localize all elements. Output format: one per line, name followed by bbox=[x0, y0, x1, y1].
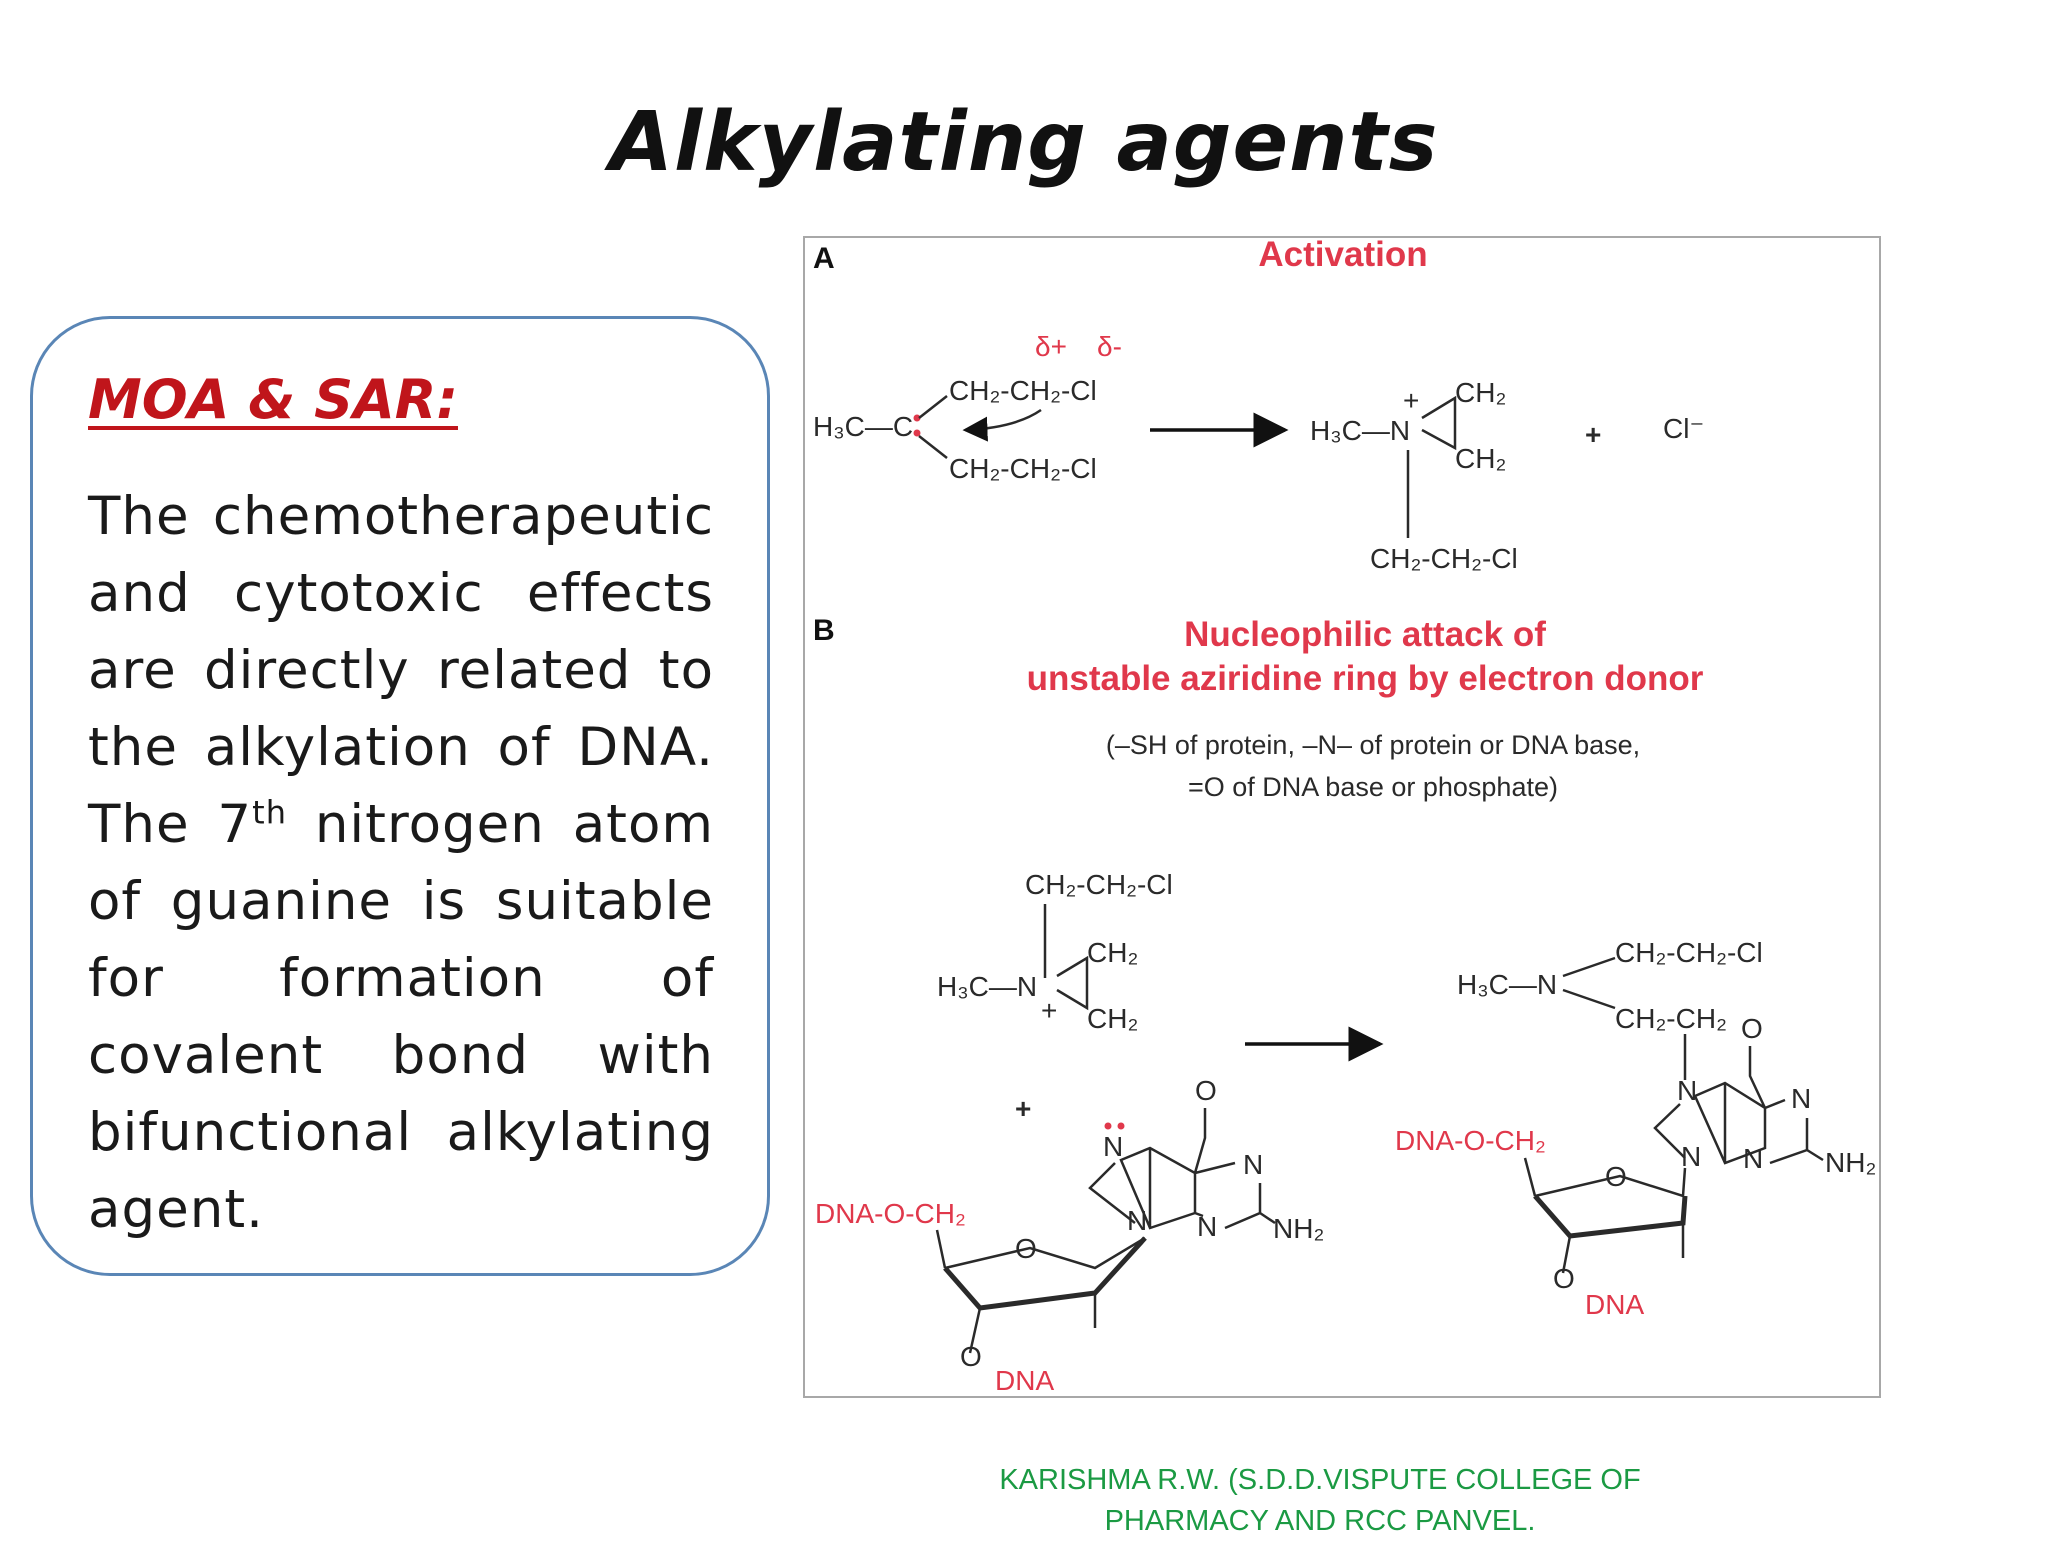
product-nh2: NH₂ bbox=[1825, 1147, 1876, 1178]
product-sugar-lower-bonds bbox=[1533, 1194, 1688, 1239]
guanine-nucleotide-reactant: N O N N N NH₂ DNA-O-CH₂ O O DNA bbox=[815, 1075, 1324, 1396]
bond-upper bbox=[918, 395, 948, 419]
moa-text-superscript: th bbox=[252, 793, 287, 832]
product-n7: N bbox=[1677, 1075, 1697, 1106]
sugar-upper-bonds bbox=[935, 1229, 1146, 1270]
lone-pair-dots bbox=[913, 414, 921, 437]
guanine-n7: N bbox=[1103, 1131, 1123, 1162]
b-reactant-h3c-n: H₃C—N bbox=[937, 971, 1037, 1002]
panel-b-note-line2: =O of DNA base or phosphate) bbox=[1188, 772, 1558, 802]
moa-text-part-1: The chemotherapeutic and cytotoxic effec… bbox=[88, 486, 714, 855]
footer-line-1: KARISHMA R.W. (S.D.D.VISPUTE COLLEGE OF bbox=[999, 1464, 1641, 1496]
aziridinium-n-charge: + bbox=[1403, 385, 1419, 416]
product-upper-chain: CH₂-CH₂-Cl bbox=[1615, 937, 1763, 968]
panel-b-title-line1: Nucleophilic attack of bbox=[1184, 615, 1546, 654]
product-h3c-n: H₃C—N bbox=[1457, 969, 1557, 1000]
b-reactant-n-charge: + bbox=[1041, 995, 1057, 1026]
reactant-dna-3-prime: DNA bbox=[995, 1365, 1054, 1396]
guanine-carbonyl-o: O bbox=[1195, 1075, 1217, 1106]
alkylated-guanine-product: H₃C—N CH₂-CH₂-Cl CH₂-CH₂ O N N N N NH₂ D… bbox=[1395, 937, 1876, 1320]
product-dna-o-ch2: DNA-O-CH₂ bbox=[1395, 1125, 1546, 1156]
mechanism-diagram: A Activation δ+ δ- H₃C—C CH₂-CH₂-Cl CH₂-… bbox=[813, 238, 1876, 1396]
product-n1: N bbox=[1791, 1083, 1811, 1114]
product-n9: N bbox=[1681, 1141, 1701, 1172]
sugar-3-prime-o: O bbox=[960, 1341, 982, 1372]
sugar-3-prime-bond bbox=[968, 1307, 982, 1354]
guanine-n1: N bbox=[1243, 1149, 1263, 1180]
product-dna-3-prime: DNA bbox=[1585, 1289, 1644, 1320]
aziridinium-ch2-top: CH₂ bbox=[1455, 377, 1506, 408]
product-n-bonds bbox=[1562, 956, 1616, 1010]
guanine-nh2: NH₂ bbox=[1273, 1213, 1324, 1244]
product-3-prime-o: O bbox=[1553, 1263, 1575, 1294]
b-reactant-ch2-top: CH₂ bbox=[1087, 937, 1138, 968]
n7-lone-pair bbox=[1104, 1122, 1125, 1130]
aziridinium-ch2-bottom: CH₂ bbox=[1455, 443, 1506, 474]
panel-a-plus: + bbox=[1585, 419, 1601, 450]
moa-text-part-2: nitrogen atom of guanine is suitable for… bbox=[88, 794, 715, 1240]
reactant-dna-o-ch2: DNA-O-CH₂ bbox=[815, 1198, 966, 1229]
mechanism-figure: A Activation δ+ δ- H₃C—C CH₂-CH₂-Cl CH₂-… bbox=[803, 236, 1881, 1398]
delta-minus-label: δ- bbox=[1097, 331, 1122, 362]
reactant-lower-chain: CH₂-CH₂-Cl bbox=[949, 453, 1097, 484]
sugar-ring-o: O bbox=[1015, 1233, 1037, 1264]
panel-b-title-line2: unstable aziridine ring by electron dono… bbox=[1027, 659, 1704, 698]
product-sugar-upper-bonds bbox=[1523, 1157, 1687, 1198]
panel-b-plus: + bbox=[1015, 1093, 1031, 1124]
moa-sar-heading: MOA & SAR: bbox=[88, 368, 458, 431]
author-footer: KARISHMA R.W. (S.D.D.VISPUTE COLLEGE OF P… bbox=[960, 1460, 1680, 1542]
moa-sar-text: The chemotherapeutic and cytotoxic effec… bbox=[88, 478, 714, 1248]
aziridinium-chain: CH₂-CH₂-Cl bbox=[1370, 543, 1518, 574]
product-n3: N bbox=[1743, 1143, 1763, 1174]
chloride-ion: Cl⁻ bbox=[1663, 413, 1704, 444]
panel-b-letter: B bbox=[813, 614, 835, 647]
b-reactant-ring bbox=[1056, 955, 1089, 1011]
panel-b-note-line1: (–SH of protein, –N– of protein or DNA b… bbox=[1106, 730, 1640, 760]
b-reactant-chain: CH₂-CH₂-Cl bbox=[1025, 869, 1173, 900]
slide-title: Alkylating agents bbox=[609, 95, 1439, 190]
product-carbonyl-o: O bbox=[1741, 1013, 1763, 1044]
moa-sar-box bbox=[30, 316, 770, 1276]
delta-plus-label: δ+ bbox=[1035, 331, 1067, 362]
curved-electron-arrow bbox=[962, 408, 1042, 442]
sugar-lower-bonds bbox=[943, 1236, 1147, 1311]
guanine-n3: N bbox=[1197, 1211, 1217, 1242]
aziridinium-ring bbox=[1421, 395, 1457, 451]
b-reactant-ch2-bottom: CH₂ bbox=[1087, 1003, 1138, 1034]
product-3-prime-bond bbox=[1561, 1235, 1572, 1274]
panel-a-letter: A bbox=[813, 242, 835, 275]
product-lower-chain: CH₂-CH₂ bbox=[1615, 1003, 1727, 1034]
bond-lower bbox=[918, 435, 948, 459]
product-sugar-ring-o: O bbox=[1605, 1161, 1627, 1192]
aziridinium-h3c-n: H₃C—N bbox=[1310, 415, 1410, 446]
guanine-ring-bonds bbox=[1088, 1108, 1276, 1230]
panel-a-title: Activation bbox=[1258, 238, 1427, 274]
footer-line-2: PHARMACY AND RCC PANVEL. bbox=[1104, 1505, 1536, 1537]
reactant-h3c-c: H₃C—C bbox=[813, 411, 913, 442]
reactant-upper-chain: CH₂-CH₂-Cl bbox=[949, 375, 1097, 406]
product-guanine-ring-bonds bbox=[1653, 1046, 1824, 1165]
